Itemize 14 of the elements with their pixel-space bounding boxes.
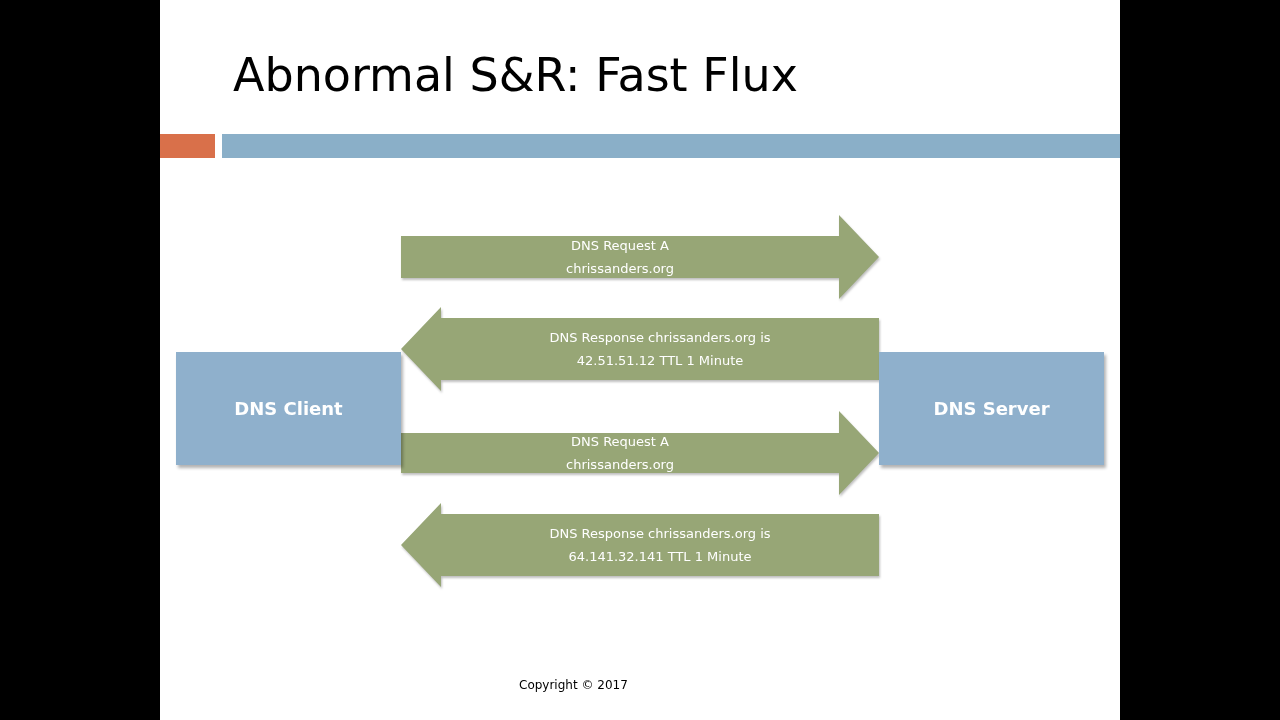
process-box bbox=[879, 352, 1104, 465]
block-arrow bbox=[401, 411, 879, 495]
copyright-note: Copyright © 2017 bbox=[519, 678, 628, 692]
edge-label: DNS Response chrissanders.org is 64.141.32.141 TTL 1 Minute bbox=[548, 525, 772, 566]
node-label: DNS Client bbox=[234, 398, 343, 419]
process-box bbox=[176, 352, 401, 465]
block-arrow bbox=[401, 307, 879, 391]
edge-label: DNS Request A chrissanders.org bbox=[565, 237, 675, 278]
slide-title: Abnormal S&R: Fast Flux bbox=[233, 48, 798, 102]
edge-label: DNS Request A chrissanders.org bbox=[565, 433, 675, 474]
edge-label: DNS Response chrissanders.org is 42.51.51.12 TTL 1 Minute bbox=[548, 329, 772, 370]
block-arrow bbox=[401, 503, 879, 587]
block-arrow bbox=[401, 215, 879, 299]
node-label: DNS Server bbox=[933, 398, 1050, 419]
